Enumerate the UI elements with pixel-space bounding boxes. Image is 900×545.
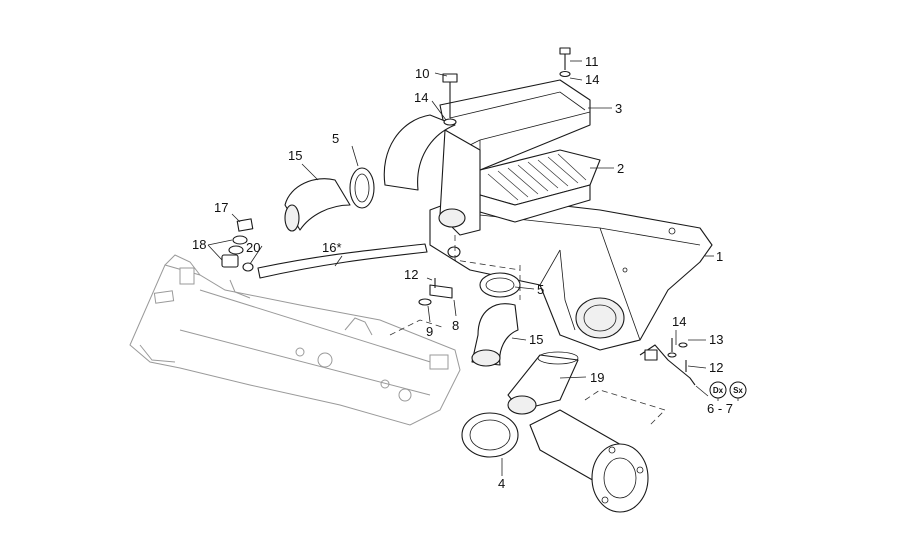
part-15-upper-hose <box>284 178 351 232</box>
callout-12-left: 12 <box>404 267 418 282</box>
lower-inlet-tube <box>529 409 649 513</box>
callout-16: 16* <box>322 240 342 255</box>
assembly-dash-lines <box>389 235 666 426</box>
leader-lines <box>207 60 714 476</box>
callout-12-right: 12 <box>709 360 723 375</box>
callout-labels: 1 2 3 4 5 5 10 11 14 14 14 13 12 12 15 1… <box>192 54 733 491</box>
callout-20: 20 <box>246 240 260 255</box>
part-4-ring <box>461 412 519 458</box>
callout-10: 10 <box>415 66 429 81</box>
callout-13: 13 <box>709 332 723 347</box>
callout-4: 4 <box>498 476 505 491</box>
callout-14-right: 14 <box>672 314 686 329</box>
callout-14-top-right: 14 <box>585 72 599 87</box>
filter-pleats <box>487 153 587 201</box>
part-1-airbox-housing <box>429 194 713 351</box>
fittings-17-18-20 <box>221 218 254 272</box>
part-6-7-bracket <box>639 344 696 386</box>
badge-sx: Sx <box>733 386 743 395</box>
callout-19: 19 <box>590 370 604 385</box>
callout-2: 2 <box>617 161 624 176</box>
callout-15-lower: 15 <box>529 332 543 347</box>
badge-dx: Dx <box>713 386 724 395</box>
part-19-intake-trumpet <box>507 351 579 415</box>
callout-9: 9 <box>426 324 433 339</box>
callout-17: 17 <box>214 200 228 215</box>
hardware-bolts <box>442 47 688 372</box>
hardware-8-9-12 <box>418 246 461 306</box>
side-badges: Dx Sx <box>709 381 747 401</box>
frame-outline <box>129 254 461 426</box>
callout-15-upper: 15 <box>288 148 302 163</box>
part-5-lower-clamp <box>479 272 521 298</box>
callout-14-top: 14 <box>414 90 428 105</box>
callout-3: 3 <box>615 101 622 116</box>
part-16-tube <box>257 243 428 279</box>
part-15-lower-hose <box>471 303 519 367</box>
upper-intake-duct <box>383 114 481 236</box>
callout-6-7: 6 - 7 <box>707 401 733 416</box>
callout-18: 18 <box>192 237 206 252</box>
part-5-upper-clamp <box>349 167 375 209</box>
callout-5-upper: 5 <box>332 131 339 146</box>
callout-8: 8 <box>452 318 459 333</box>
callout-5-lower: 5 <box>537 282 544 297</box>
callout-1: 1 <box>716 249 723 264</box>
callout-11: 11 <box>585 54 599 69</box>
